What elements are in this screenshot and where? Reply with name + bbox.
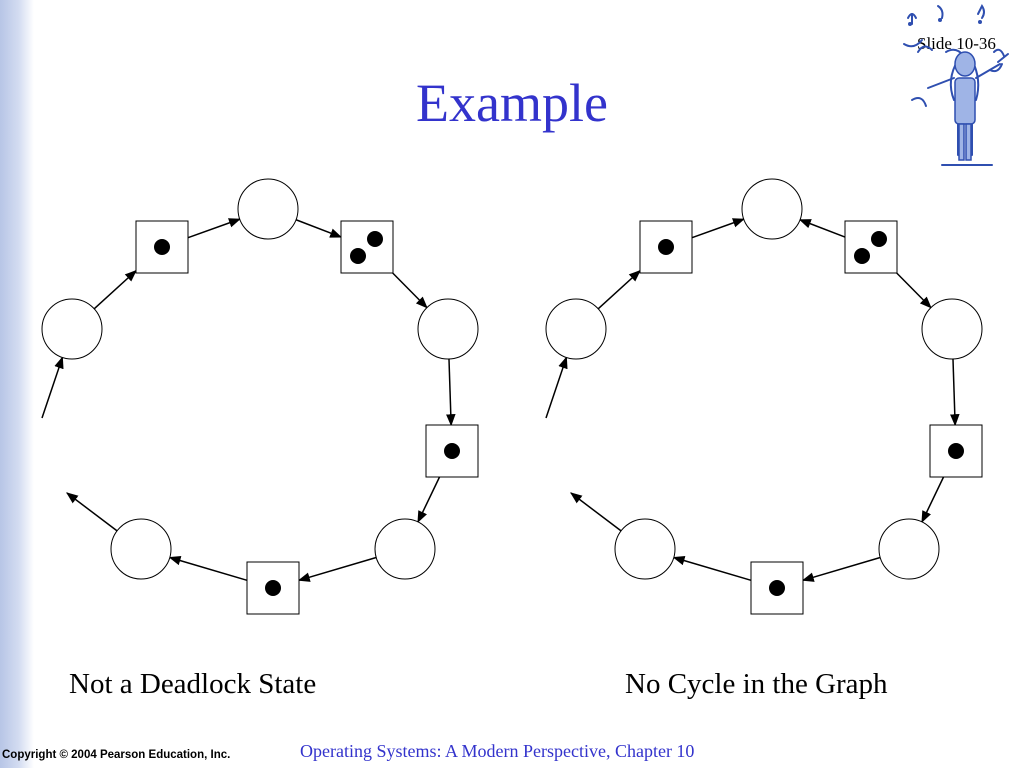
left-gradient-bar: [0, 0, 34, 768]
resource-instance-dot-r1-1: [154, 239, 170, 255]
edge-r3-to-p3: [921, 476, 945, 524]
edge-p1-to-r2: [295, 219, 343, 238]
edge-open-top-to-p5: [545, 356, 568, 419]
caption-no-cycle: No Cycle in the Graph: [625, 668, 888, 700]
edge-p2-to-r3: [445, 358, 456, 427]
edge-p2-to-r3: [949, 358, 960, 427]
resource-instance-dot-r2-2: [854, 248, 870, 264]
edge-p3-to-r4: [801, 556, 881, 582]
resource-node-r2: [844, 220, 898, 274]
process-node-p4: [614, 518, 676, 580]
process-node-p3: [374, 518, 436, 580]
resource-instance-dot-r3-1: [444, 443, 460, 459]
process-node-p4: [110, 518, 172, 580]
slide-number: Slide 10-36: [917, 34, 996, 53]
process-node-p1: [741, 178, 803, 240]
graph-not-deadlock: [41, 178, 479, 615]
resource-node-r2: [340, 220, 394, 274]
edge-r2-to-p1: [798, 219, 846, 238]
process-node-p2: [921, 298, 983, 360]
process-node-p5: [545, 298, 607, 360]
resource-instance-dot-r4-1: [265, 580, 281, 596]
edge-p4-to-open-bottom: [570, 492, 622, 532]
resource-instance-dot-r4-1: [769, 580, 785, 596]
edge-p3-to-r4: [297, 556, 377, 582]
resource-instance-dot-r2-1: [367, 231, 383, 247]
edge-r3-to-p3: [417, 476, 441, 524]
edge-r1-to-p1: [187, 218, 241, 239]
process-node-p3: [878, 518, 940, 580]
edge-r4-to-p4: [672, 555, 752, 582]
musician-logo-icon: [903, 4, 1009, 166]
edge-r1-to-p1: [691, 218, 745, 239]
copyright-notice: Copyright © 2004 Pearson Education, Inc.: [2, 749, 231, 761]
edge-p5-to-r1: [597, 269, 641, 310]
edge-r4-to-p4: [168, 555, 248, 582]
process-node-p5: [41, 298, 103, 360]
edge-p5-to-r1: [93, 269, 137, 310]
resource-instance-dot-r2-2: [350, 248, 366, 264]
process-node-p2: [417, 298, 479, 360]
edge-r2-to-p2: [392, 272, 428, 309]
resource-instance-dot-r3-1: [948, 443, 964, 459]
edge-p4-to-open-bottom: [66, 492, 118, 532]
book-chapter-footer: Operating Systems: A Modern Perspective,…: [300, 741, 695, 761]
resource-instance-dot-r1-1: [658, 239, 674, 255]
caption-not-deadlock: Not a Deadlock State: [69, 668, 317, 700]
edge-open-top-to-p5: [41, 356, 64, 419]
slide-title: Example: [416, 73, 608, 133]
graph-no-cycle: [545, 178, 983, 615]
resource-instance-dot-r2-1: [871, 231, 887, 247]
edge-r2-to-p2: [896, 272, 932, 309]
process-node-p1: [237, 178, 299, 240]
